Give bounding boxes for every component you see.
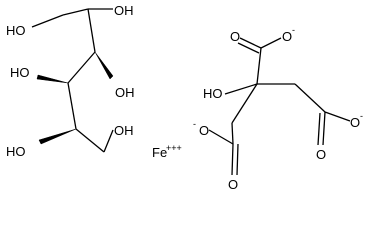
wedge-bond-c4-oh xyxy=(36,74,69,84)
bond-c1-oh xyxy=(31,14,64,28)
wedge-bond-c3-oh xyxy=(94,51,114,80)
double-bond-left-carbonyl xyxy=(231,143,234,176)
sorbitol-hydroxyl-label: HO xyxy=(6,23,26,38)
left-carboxylate-oxygen-label: O xyxy=(199,123,209,138)
iron-ion: Fe +++ xyxy=(152,143,182,160)
citrate-molecule: O O - HO O O - O - O xyxy=(193,25,363,192)
bond-central-carboxyl-carbon xyxy=(256,47,262,85)
sorbitol-hydroxyl-label: HO xyxy=(6,144,26,159)
double-bond-top-carbonyl xyxy=(239,37,262,49)
sorbitol-hydroxyl-label: OH xyxy=(115,85,135,100)
sorbitol-molecule: HO OH HO OH HO OH xyxy=(6,3,135,159)
right-carboxylate-charge: - xyxy=(360,111,363,121)
citrate-hydroxyl-label: HO xyxy=(203,86,223,101)
right-carbonyl-oxygen-label: O xyxy=(316,147,326,162)
sorbitol-hydroxyl-label: HO xyxy=(10,65,30,80)
bond-top-carboxylate-oxygen xyxy=(260,37,282,49)
bond-c5-c6 xyxy=(75,128,105,153)
bond-left-ch2-carboxyl xyxy=(231,122,234,145)
top-carboxylate-charge: - xyxy=(292,25,295,35)
bond-left-carboxylate-oxygen xyxy=(208,129,234,145)
top-carbonyl-oxygen-label: O xyxy=(230,29,240,44)
bond-central-hydroxyl xyxy=(224,83,258,95)
bond-c3-c4 xyxy=(67,51,96,84)
left-carboxylate-charge: - xyxy=(193,119,196,129)
wedge-bond-c5-oh xyxy=(38,128,77,145)
double-bond-left-carbonyl-2 xyxy=(236,143,239,176)
bond-c4-c5 xyxy=(67,82,77,130)
bond-c1-c2 xyxy=(62,8,89,16)
top-carboxylate-oxygen-label: O xyxy=(282,29,292,44)
double-bond-top-carbonyl-2 xyxy=(237,42,260,54)
bond-right-carboxylate-oxygen xyxy=(324,111,351,122)
bond-right-ch2-carboxyl xyxy=(294,83,326,113)
bond-central-left-ch2 xyxy=(231,83,258,124)
double-bond-right-carbonyl xyxy=(322,111,326,146)
chemical-structure: HO OH HO OH HO OH O O - HO O O - O - xyxy=(6,3,363,192)
bond-c2-c3 xyxy=(87,8,96,53)
sorbitol-hydroxyl-label: OH xyxy=(114,123,134,138)
iron-charge: +++ xyxy=(166,143,182,153)
double-bond-right-carbonyl-2 xyxy=(317,112,321,146)
right-carboxylate-oxygen-label: O xyxy=(350,115,360,130)
sorbitol-hydroxyl-label: OH xyxy=(114,3,134,18)
bond-c6-oh xyxy=(103,129,114,153)
left-carbonyl-oxygen-label: O xyxy=(228,177,238,192)
iron-label: Fe xyxy=(152,145,167,160)
